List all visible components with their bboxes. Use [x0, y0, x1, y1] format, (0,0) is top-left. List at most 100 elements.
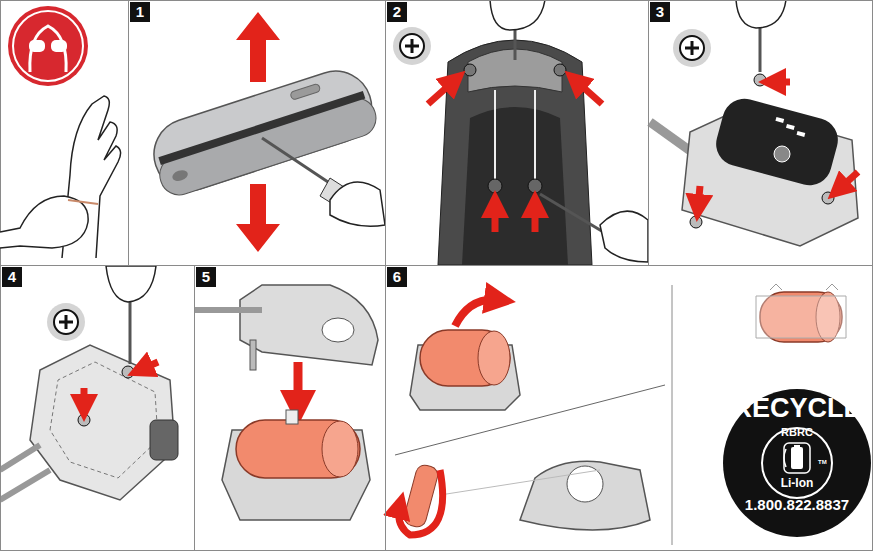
safety-panel-part — [29, 40, 45, 52]
board-screws — [0, 266, 178, 500]
safety-panel-part — [13, 11, 83, 81]
step-number: 5 — [196, 267, 216, 287]
device-opening-part-part — [171, 168, 189, 182]
battery-taping-part — [395, 385, 665, 455]
battery-recycle-icon-part — [791, 447, 803, 469]
trademark: TM — [818, 458, 830, 466]
battery-recycle-icon — [784, 443, 810, 473]
battery-holder-part — [240, 285, 378, 365]
step-panel: 4 — [0, 265, 195, 551]
phone-number: 1.800.822.8837 — [722, 496, 872, 513]
device-opening-part — [236, 184, 280, 252]
badge-org: RBRC — [722, 426, 872, 439]
step-number: 1 — [130, 2, 150, 22]
circuit-board — [650, 0, 858, 246]
housing-screws-part — [575, 80, 602, 104]
battery-taping-part — [520, 461, 650, 530]
circuit-board-part — [690, 216, 702, 228]
circuit-board-part — [698, 186, 700, 208]
recycle-badge: RECYCLE RBRC TM Li-Ion 1.800.822.8837 — [722, 388, 872, 538]
safety-panel-part — [8, 6, 88, 86]
circuit-board-part — [673, 29, 711, 67]
battery-taping-part — [440, 470, 600, 495]
battery-recycle-icon-part — [784, 449, 786, 467]
battery-holder — [194, 285, 378, 520]
battery-holder-part — [236, 420, 360, 478]
battery-taping-part — [399, 470, 443, 535]
battery-holder-part — [194, 307, 262, 313]
housing-screws — [393, 0, 648, 265]
board-screws-part — [50, 362, 158, 478]
safety-panel — [0, 1, 129, 266]
battery-holder-part — [322, 318, 354, 342]
step-number: 3 — [650, 2, 670, 22]
circuit-board-part — [786, 124, 795, 130]
step-panel: 2 — [385, 0, 649, 266]
board-screws-part — [122, 366, 134, 378]
housing-screws-part — [554, 64, 566, 76]
safety-panel-part — [0, 196, 88, 248]
device-opening-part — [145, 62, 381, 200]
board-screws-part — [140, 362, 158, 370]
housing-screws-part — [490, 0, 545, 30]
circuit-board-part — [797, 131, 806, 137]
safety-panel-part — [51, 40, 67, 52]
battery-taping-part — [455, 300, 500, 326]
battery-taping-part — [402, 463, 439, 529]
circuit-board-part — [838, 172, 858, 190]
circuit-board-part — [711, 94, 843, 190]
circuit-board-part — [772, 79, 790, 86]
housing-screws-part — [428, 80, 455, 104]
device-opening-part — [330, 182, 385, 226]
safety-panel-part — [30, 26, 66, 72]
board-screws-part — [81, 388, 88, 408]
device-opening-part-part — [290, 83, 321, 100]
housing-screws-part — [600, 211, 648, 262]
step-panel: 3 — [648, 0, 873, 266]
board-screws-part — [150, 420, 178, 460]
circuit-board-part — [774, 146, 790, 162]
board-screws-part — [47, 303, 85, 341]
housing-screws-part — [488, 179, 502, 193]
badge-title: RECYCLE — [722, 394, 872, 423]
device-opening-part — [236, 12, 280, 82]
battery-taping-part — [770, 284, 838, 290]
device-opening — [145, 12, 385, 252]
housing-screws-part — [532, 204, 539, 232]
circuit-board-part — [736, 0, 786, 28]
step-number: 4 — [2, 267, 22, 287]
housing-screws-part — [495, 90, 535, 180]
step-panel: 6RECYCLE RBRC TM Li-Ion 1.800.822.8837 — [385, 265, 873, 551]
board-screws-part — [0, 445, 50, 500]
step-panel: 1 — [128, 0, 386, 266]
badge-disc — [723, 389, 871, 537]
safety-panel-part — [1, 1, 129, 266]
device-opening-part-part — [158, 91, 365, 165]
battery-holder-part — [250, 340, 256, 370]
step-number: 6 — [387, 267, 407, 287]
housing-screws-part — [438, 40, 592, 265]
battery-holder-part — [294, 362, 303, 408]
circuit-board-part — [822, 192, 834, 204]
device-opening-part-part — [145, 62, 381, 200]
battery-recycle-icon-part — [784, 443, 810, 473]
housing-screws-part — [492, 204, 499, 232]
battery-holder-part — [322, 421, 358, 477]
board-screws-part — [78, 414, 90, 426]
battery-type: Li-Ion — [722, 476, 872, 490]
battery-taping-part — [672, 285, 673, 545]
housing-screws-part — [393, 27, 431, 65]
battery-recycle-icon-part — [794, 445, 800, 448]
battery-taping-part — [478, 331, 510, 385]
housing-screws-part — [464, 64, 476, 76]
battery-holder-part — [286, 410, 298, 424]
safety-panel-part — [68, 200, 98, 204]
circuit-board-part — [775, 117, 784, 123]
battery-taping-part — [420, 330, 510, 386]
board-screws-part — [106, 266, 156, 302]
housing-screws-part — [462, 107, 568, 265]
step-number: 2 — [387, 2, 407, 22]
step-panel: 5 — [194, 265, 386, 551]
battery-taping-part — [567, 466, 603, 502]
